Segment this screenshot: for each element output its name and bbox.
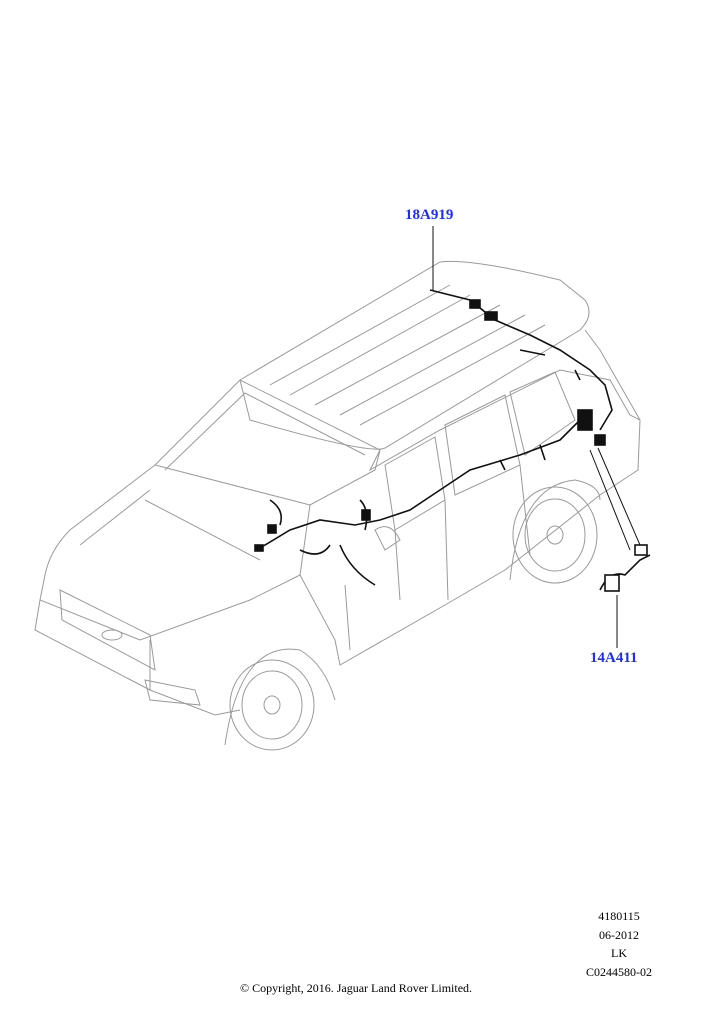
leader-lines (432, 226, 641, 648)
callout-14A411[interactable]: 14A411 (590, 650, 638, 666)
front-wheel (229, 659, 315, 751)
illustration-id: C0244580-02 (586, 964, 652, 979)
reference-date: 06-2012 (599, 927, 639, 942)
copyright-notice: © Copyright, 2016. Jaguar Land Rover Lim… (239, 981, 473, 995)
wheels (229, 486, 598, 751)
wiring-harness-14A411[interactable] (599, 544, 651, 592)
callout-18A919[interactable]: 18A919 (405, 207, 454, 223)
reference-initials: LK (611, 946, 627, 960)
reference-code: 4180115 (598, 909, 640, 923)
vehicle-outline (34, 260, 641, 746)
rear-wheel (512, 486, 598, 584)
reference-block: 4180115 06-2012 LK C0244580-02 (574, 907, 664, 981)
wiring-harness-18A919[interactable] (254, 289, 613, 586)
